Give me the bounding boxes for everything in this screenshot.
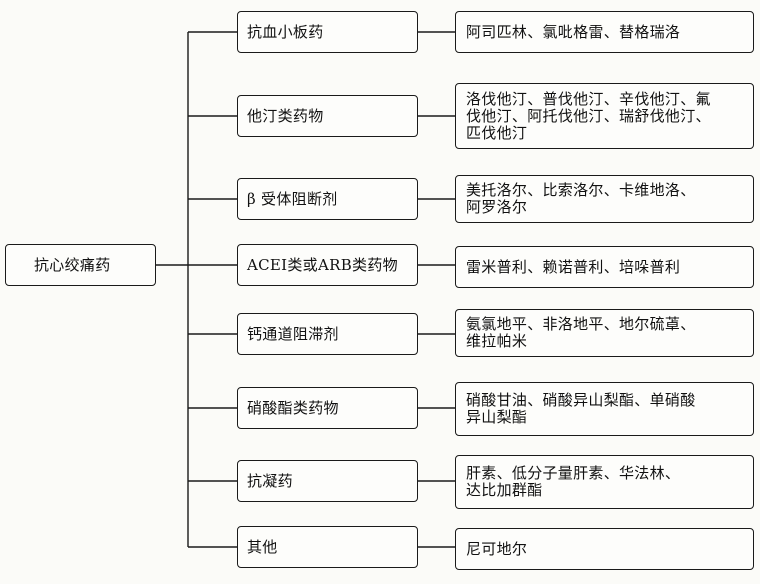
drug-text: 阿司匹林、氯吡格雷、替格瑞洛 (466, 22, 681, 41)
drug-box-statins: 洛伐他汀、普伐他汀、辛伐他汀、氟 伐他汀、阿托伐他汀、瑞舒伐他汀、 匹伐他汀 (455, 83, 754, 149)
category-box-antiplatelet: 抗血小板药 (237, 11, 418, 53)
category-label: β 受体阻断剂 (247, 189, 338, 208)
drug-line: 尼可地尔 (466, 539, 528, 558)
drug-line: 肝素、低分子量肝素、华法林、 (466, 464, 681, 482)
drug-text: 雷米普利、赖诺普利、培哚普利 (466, 257, 681, 276)
drug-text: 硝酸甘油、硝酸异山梨酯、单硝酸 异山梨酯 (466, 392, 696, 426)
category-label: 硝酸酯类药物 (247, 398, 339, 417)
drug-line: 匹伐他汀 (466, 123, 528, 142)
drug-text: 肝素、低分子量肝素、华法林、 达比加群酯 (466, 465, 680, 499)
drug-line: 达比加群酯 (466, 481, 543, 499)
category-box-nitrates: 硝酸酯类药物 (237, 387, 418, 429)
drug-box-ccb: 氨氯地平、非洛地平、地尔硫䓬、 维拉帕米 (455, 309, 754, 357)
category-label: 其他 (247, 537, 278, 556)
category-box-statins: 他汀类药物 (237, 95, 418, 137)
drug-line: 美托洛尔、比索洛尔、卡维地洛、 (466, 181, 696, 199)
drug-text: 氨氯地平、非洛地平、地尔硫䓬、 维拉帕米 (466, 316, 696, 350)
drug-text: 尼可地尔 (466, 539, 528, 558)
root-label: 抗心绞痛药 (34, 255, 111, 274)
category-label: 抗凝药 (247, 471, 293, 490)
drug-text: 美托洛尔、比索洛尔、卡维地洛、 阿罗洛尔 (466, 182, 696, 216)
category-box-ccb: 钙通道阻滞剂 (237, 313, 418, 355)
category-box-beta-blockers: β 受体阻断剂 (237, 178, 418, 220)
drug-box-anticoagulants: 肝素、低分子量肝素、华法林、 达比加群酯 (455, 455, 754, 509)
category-box-others: 其他 (237, 526, 418, 568)
category-label: ACEI类或ARB类药物 (247, 255, 398, 274)
drug-box-others: 尼可地尔 (455, 528, 754, 570)
drug-line: 伐他汀、阿托伐他汀、瑞舒伐他汀、 (466, 106, 711, 125)
category-box-acei-arb: ACEI类或ARB类药物 (237, 244, 418, 286)
category-label: 钙通道阻滞剂 (247, 324, 339, 343)
drug-line: 异山梨酯 (466, 408, 528, 426)
drug-line: 阿罗洛尔 (466, 198, 528, 216)
drug-line: 雷米普利、赖诺普利、培哚普利 (466, 257, 681, 276)
drug-box-nitrates: 硝酸甘油、硝酸异山梨酯、单硝酸 异山梨酯 (455, 382, 754, 436)
drug-box-beta-blockers: 美托洛尔、比索洛尔、卡维地洛、 阿罗洛尔 (455, 175, 754, 223)
drug-line: 阿司匹林、氯吡格雷、替格瑞洛 (466, 22, 681, 41)
drug-line: 维拉帕米 (466, 332, 528, 350)
drug-box-acei-arb: 雷米普利、赖诺普利、培哚普利 (455, 246, 754, 288)
category-label: 抗血小板药 (247, 22, 324, 41)
category-label: 他汀类药物 (247, 106, 324, 125)
root-box: 抗心绞痛药 (5, 244, 156, 286)
drug-line: 氨氯地平、非洛地平、地尔硫䓬、 (466, 315, 696, 333)
drug-line: 硝酸甘油、硝酸异山梨酯、单硝酸 (466, 391, 696, 409)
drug-line: 洛伐他汀、普伐他汀、辛伐他汀、氟 (466, 89, 711, 108)
drug-box-antiplatelet: 阿司匹林、氯吡格雷、替格瑞洛 (455, 11, 754, 53)
drug-text: 洛伐他汀、普伐他汀、辛伐他汀、氟 伐他汀、阿托伐他汀、瑞舒伐他汀、 匹伐他汀 (466, 89, 711, 142)
category-box-anticoagulants: 抗凝药 (237, 460, 418, 502)
